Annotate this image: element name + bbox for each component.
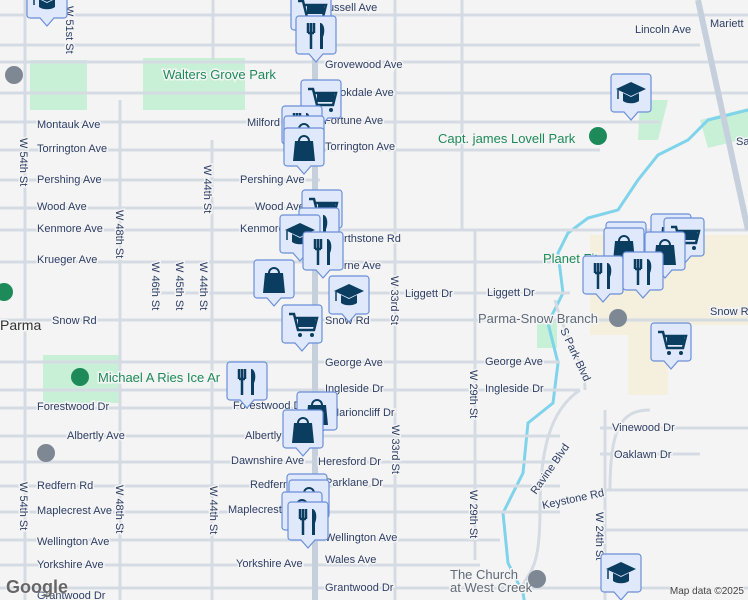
svg-text:Torrington Ave: Torrington Ave: [37, 143, 107, 155]
svg-text:George Ave: George Ave: [325, 357, 383, 369]
svg-text:Snow Rd: Snow Rd: [52, 315, 97, 327]
svg-text:Sa: Sa: [736, 136, 748, 148]
svg-text:Pershing Ave: Pershing Ave: [37, 174, 102, 186]
svg-text:Ingleside Dr: Ingleside Dr: [485, 383, 544, 395]
svg-text:Yorkshire Ave: Yorkshire Ave: [236, 558, 303, 570]
svg-text:Liggett Dr: Liggett Dr: [487, 287, 535, 299]
svg-text:Dawnshire Ave: Dawnshire Ave: [231, 455, 304, 467]
svg-text:Oaklawn Dr: Oaklawn Dr: [614, 449, 672, 461]
svg-text:W 29th St: W 29th St: [467, 370, 479, 418]
svg-text:Milford: Milford: [247, 117, 280, 129]
place-pin-icon[interactable]: [71, 368, 89, 386]
svg-text:W 48th St: W 48th St: [113, 210, 125, 258]
poi-church-line2[interactable]: at West Creek: [449, 579, 535, 597]
svg-text:Mariett: Mariett: [710, 18, 744, 30]
svg-text:W 33rd St: W 33rd St: [388, 276, 400, 325]
svg-text:Keystone Rd: Keystone Rd: [541, 487, 605, 512]
poi-library[interactable]: Parma-Snow Branch: [477, 310, 600, 328]
svg-text:Albertly: Albertly: [245, 430, 282, 442]
poi-labels: Walters Grove Park Capt. james Lovell Pa…: [0, 66, 627, 597]
svg-text:Kenmore Ave: Kenmore Ave: [37, 223, 103, 235]
park-tree-icon[interactable]: [0, 283, 13, 301]
svg-text:W 44th St: W 44th St: [201, 165, 213, 213]
svg-text:Marioncliff Dr: Marioncliff Dr: [330, 407, 395, 419]
marker-school[interactable]: [600, 553, 642, 600]
svg-text:W 44th St: W 44th St: [207, 486, 219, 534]
svg-text:Kenmore: Kenmore: [240, 223, 285, 235]
svg-text:Montauk Ave: Montauk Ave: [37, 119, 100, 131]
svg-text:Redfern Rd: Redfern Rd: [37, 480, 93, 492]
marker-shopping[interactable]: [253, 259, 295, 307]
svg-text:Wood Ave: Wood Ave: [37, 201, 87, 213]
poi-church-line1[interactable]: The Church: [449, 566, 520, 584]
svg-text:Lincoln Ave: Lincoln Ave: [635, 24, 691, 36]
svg-text:W 29th St: W 29th St: [467, 490, 479, 538]
svg-text:W 33rd St: W 33rd St: [389, 425, 401, 474]
svg-text:Torrington Ave: Torrington Ave: [325, 141, 395, 153]
svg-text:Maplecrest: Maplecrest: [228, 504, 282, 516]
svg-text:Grantwood Dr: Grantwood Dr: [37, 590, 106, 600]
svg-text:Russell Ave: Russell Ave: [320, 2, 377, 14]
svg-text:W 46th St: W 46th St: [149, 262, 161, 310]
svg-text:Northstone Rd: Northstone Rd: [330, 233, 401, 245]
google-logo: Google: [6, 577, 68, 597]
svg-text:Wales Ave: Wales Ave: [325, 554, 376, 566]
svg-text:W 45th St: W 45th St: [173, 262, 185, 310]
svg-text:Maplecrest Ave: Maplecrest Ave: [37, 505, 112, 517]
svg-text:W 54th St: W 54th St: [17, 482, 29, 530]
svg-text:Forestwood Dr: Forestwood Dr: [37, 401, 109, 413]
svg-text:Wellington Ave: Wellington Ave: [325, 532, 397, 544]
city-label: Parma: [0, 317, 41, 333]
church-cross-icon[interactable]: [528, 570, 546, 588]
svg-text:Vinewood Dr: Vinewood Dr: [612, 422, 675, 434]
svg-text:Grovewood Ave: Grovewood Ave: [325, 59, 402, 71]
marker-school[interactable]: [26, 0, 68, 27]
svg-text:Wellington Ave: Wellington Ave: [37, 536, 109, 548]
svg-text:W 44th St: W 44th St: [197, 262, 209, 310]
marker-restaurant[interactable]: [295, 15, 337, 63]
svg-text:Redfern: Redfern: [250, 479, 289, 491]
school-icon[interactable]: [37, 444, 55, 462]
svg-text:Liggett Dr: Liggett Dr: [405, 288, 453, 300]
svg-text:W 48th St: W 48th St: [113, 485, 125, 533]
svg-text:Yorkshire Ave: Yorkshire Ave: [37, 559, 104, 571]
svg-text:W 54th St: W 54th St: [17, 138, 29, 186]
svg-text:Albertly Ave: Albertly Ave: [67, 430, 125, 442]
svg-text:Ingleside Dr: Ingleside Dr: [325, 383, 384, 395]
svg-text:Ravine Blvd: Ravine Blvd: [529, 442, 573, 497]
svg-text:Parklane Dr: Parklane Dr: [325, 477, 383, 489]
svg-text:Heresford Dr: Heresford Dr: [318, 456, 381, 468]
poi-walters-grove-park[interactable]: Walters Grove Park: [162, 66, 278, 84]
svg-text:Wood Ave: Wood Ave: [255, 201, 305, 213]
svg-text:S Park Blvd: S Park Blvd: [557, 326, 592, 383]
svg-text:Snow Rd: Snow Rd: [325, 315, 370, 327]
svg-text:Grantwood Dr: Grantwood Dr: [325, 582, 394, 594]
svg-text:Krueger Ave: Krueger Ave: [37, 254, 97, 266]
church-cross-icon[interactable]: [5, 66, 23, 84]
svg-text:George Ave: George Ave: [485, 356, 543, 368]
svg-text:Pershing Ave: Pershing Ave: [240, 174, 305, 186]
poi-ice-arena[interactable]: Michael A Ries Ice Ar: [97, 369, 223, 387]
park-tree-icon[interactable]: [589, 127, 607, 145]
library-book-icon[interactable]: [609, 309, 627, 327]
map-attribution[interactable]: Map data ©2025: [669, 586, 744, 597]
svg-text:W 24th St: W 24th St: [593, 512, 605, 560]
svg-text:Snow R: Snow R: [710, 306, 748, 318]
poi-lovell-park[interactable]: Capt. james Lovell Park: [437, 130, 578, 148]
